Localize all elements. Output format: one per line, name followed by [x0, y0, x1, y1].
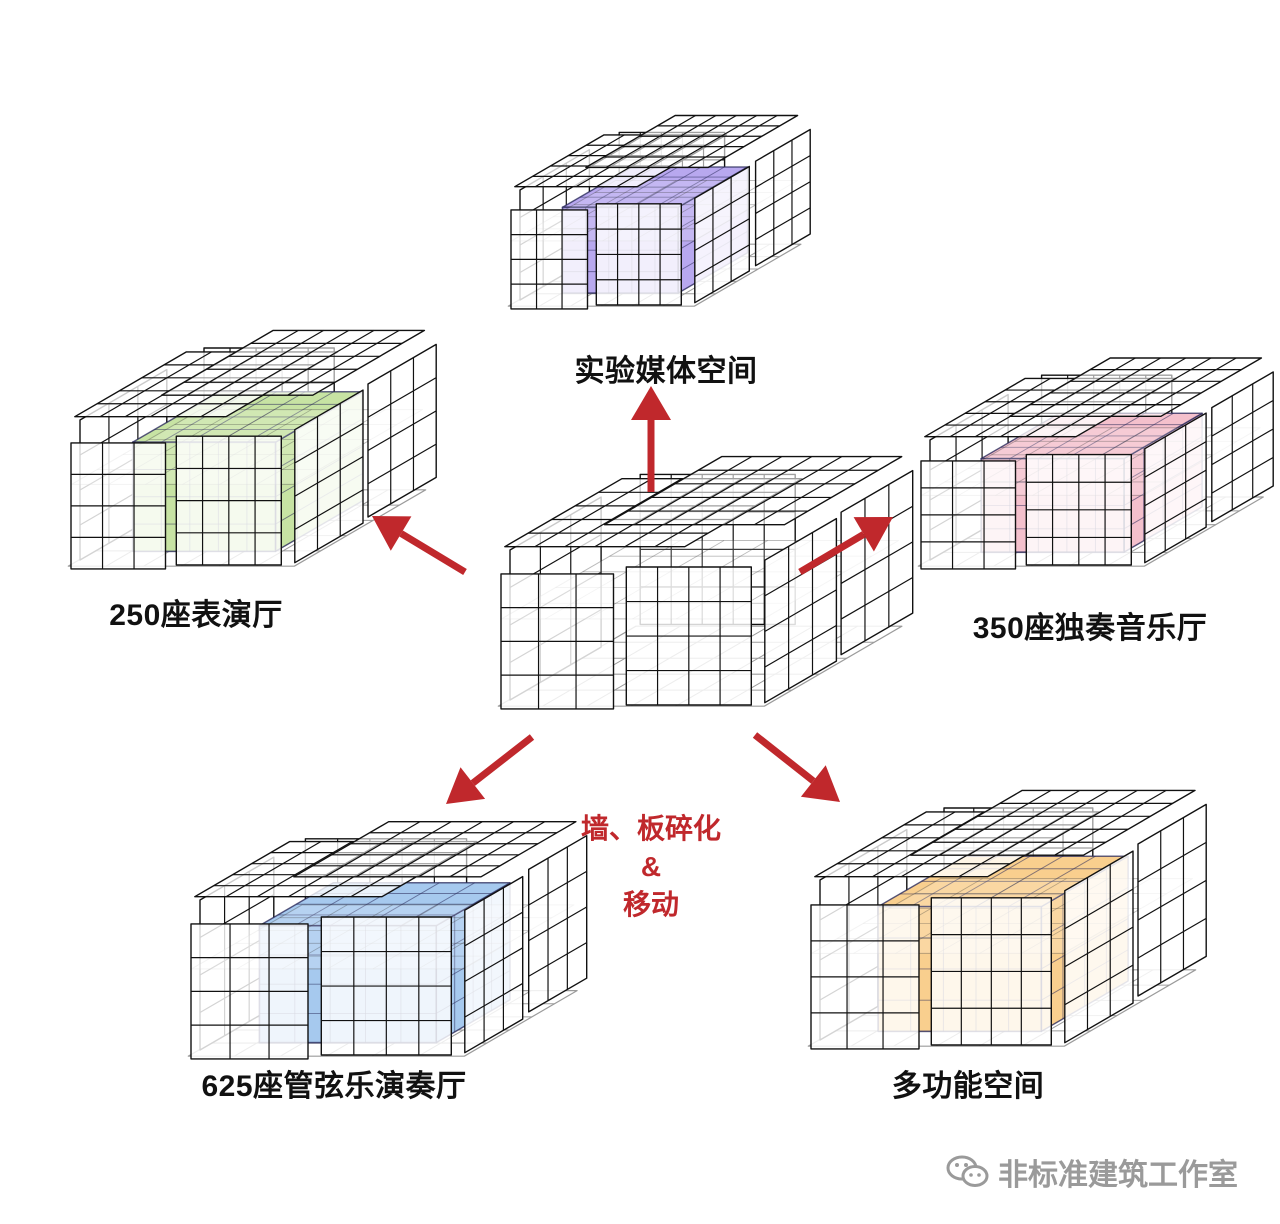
center-caption-line2: & — [640, 851, 662, 882]
cube-250-seat-hall — [67, 329, 437, 570]
cube-350-seat-recital — [917, 357, 1274, 570]
arrow-left — [372, 516, 467, 575]
cube-experimental-media — [507, 114, 811, 310]
center-caption-line3: 移动 — [622, 889, 680, 920]
label-250-seat-hall: 250座表演厅 — [109, 599, 283, 632]
label-multifunction-space: 多功能空间 — [891, 1070, 1045, 1103]
arrow-right — [798, 517, 893, 576]
center-caption: 墙、板碎化 & 移动 — [581, 810, 721, 924]
arrow-up — [631, 386, 671, 492]
watermark: 非标准建筑工作室 — [946, 1150, 1238, 1194]
cube-multifunction — [807, 789, 1207, 1050]
center-caption-line1: 墙、板碎化 — [580, 813, 722, 844]
cube-625-seat-orchestra — [187, 821, 588, 1060]
arrow-down-left — [446, 734, 535, 804]
label-625-seat-orchestra-hall: 625座管弦乐演奏厅 — [201, 1070, 467, 1103]
watermark-text: 非标准建筑工作室 — [998, 1159, 1238, 1192]
cube-center — [497, 455, 914, 710]
label-experimental-media-space: 实验媒体空间 — [574, 355, 758, 388]
label-350-seat-recital-hall: 350座独奏音乐厅 — [972, 612, 1208, 645]
arrow-down-right — [752, 732, 840, 802]
wechat-icon — [946, 1155, 989, 1187]
